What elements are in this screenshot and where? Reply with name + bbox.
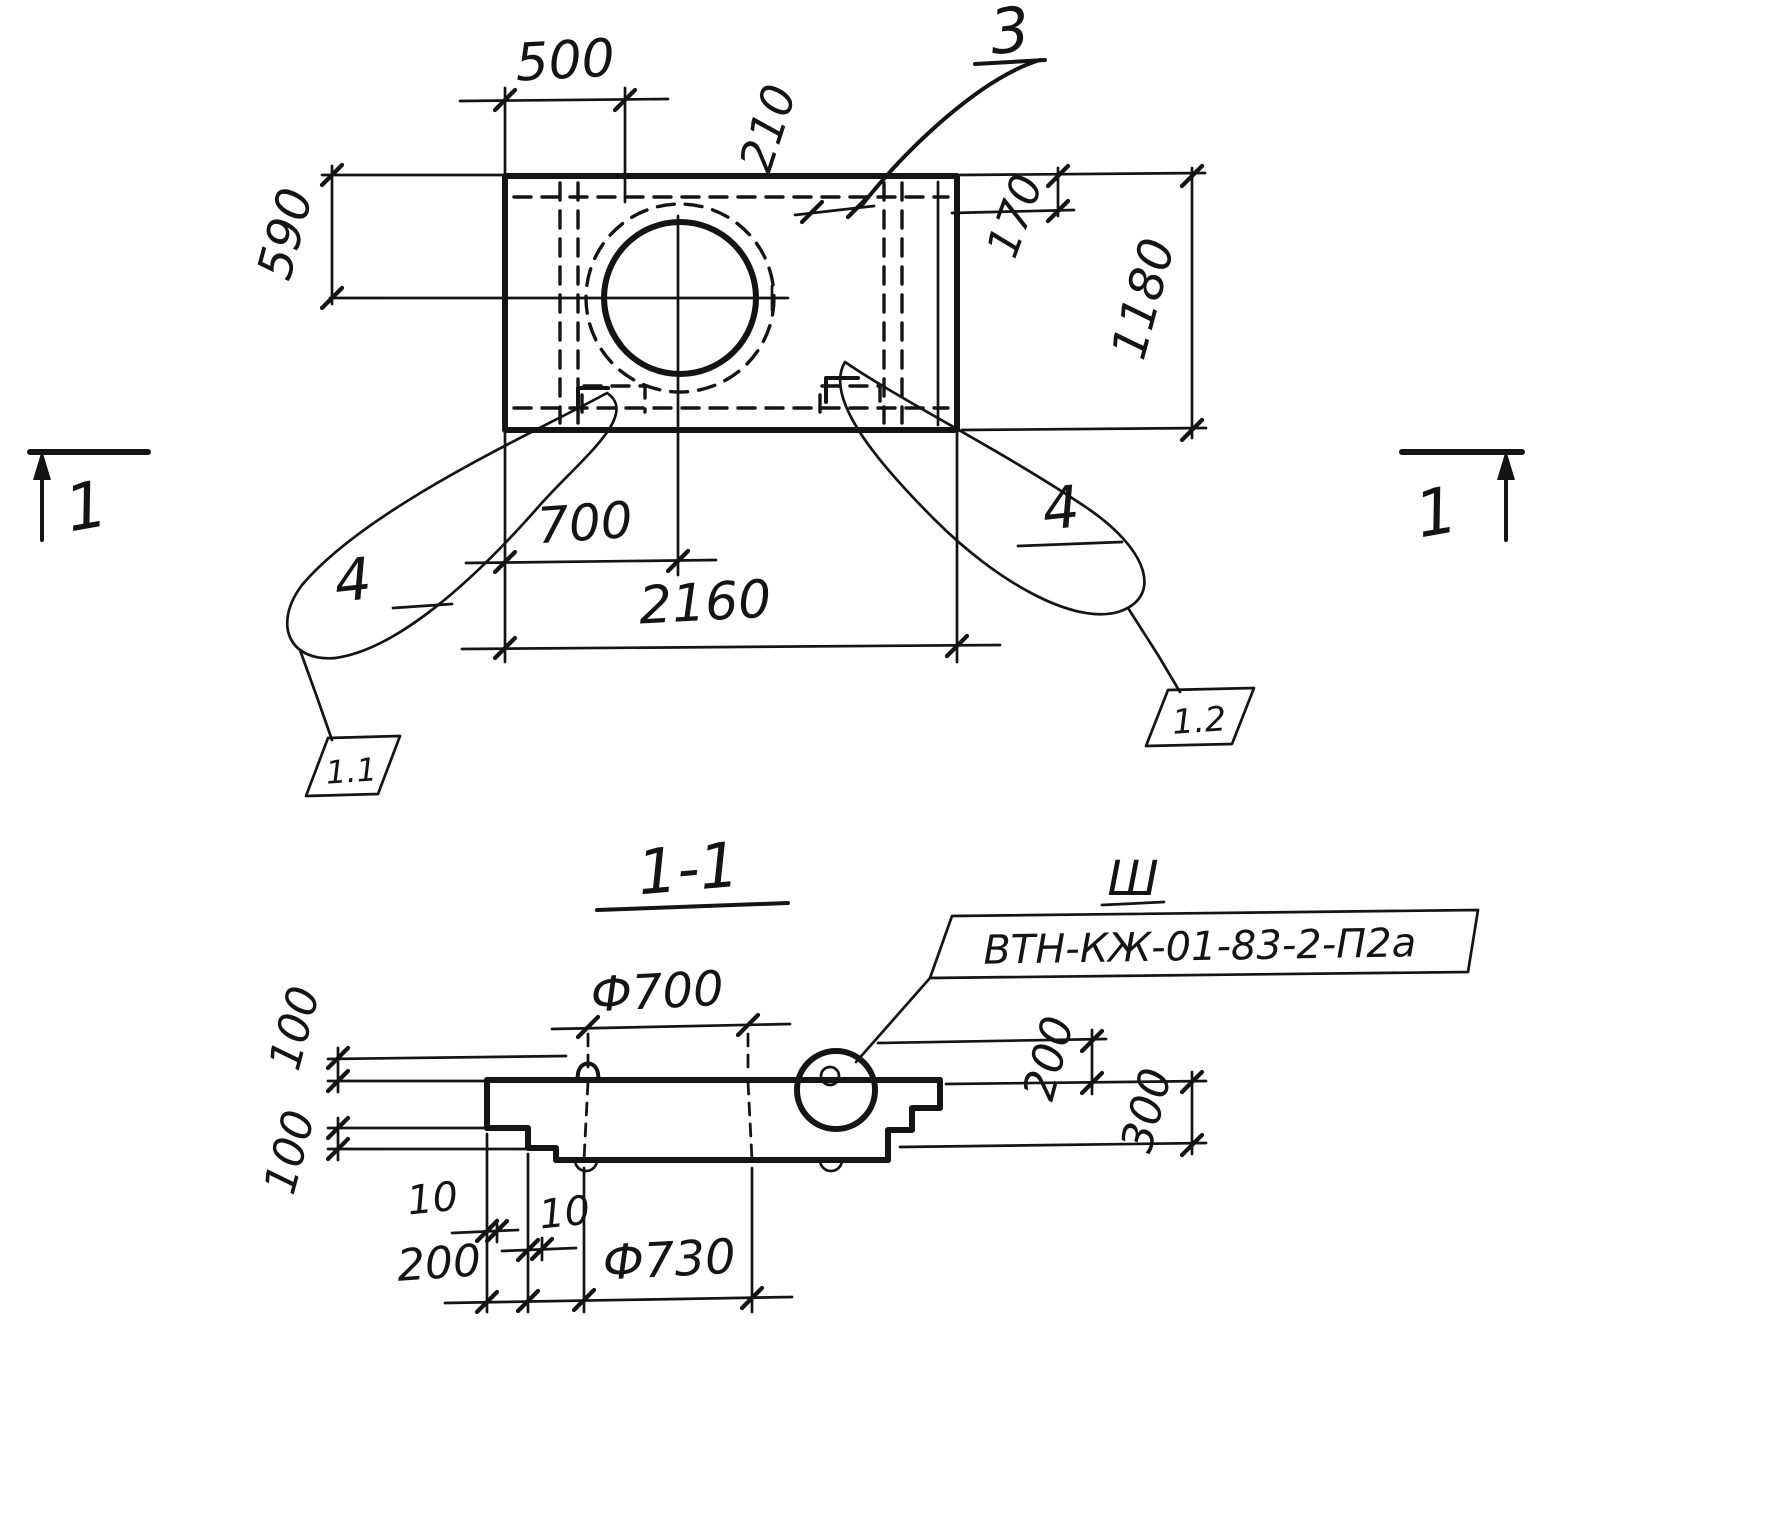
section-cut-right-label: 1 bbox=[1410, 473, 1463, 553]
item-4-right-text: 4 bbox=[1039, 472, 1083, 543]
dim-10-b: 10 bbox=[500, 1188, 592, 1260]
dim-200-bottom-text: 200 bbox=[395, 1235, 482, 1292]
embed-item-left bbox=[576, 386, 610, 410]
hidden-edge-dashes bbox=[512, 181, 950, 425]
plan-view: 500 210 3 590 170 bbox=[27, 0, 1525, 798]
dim-100-bottom-text: 100 bbox=[254, 1105, 325, 1199]
slab-section-profile bbox=[484, 1048, 943, 1173]
dim-100-top-text: 100 bbox=[259, 981, 330, 1075]
dim-2160-text: 2160 bbox=[637, 570, 772, 637]
small-loop-bottom-right bbox=[818, 1158, 844, 1173]
item-3-text: 3 bbox=[986, 0, 1033, 69]
item-4-right-callout: 4 1.2 bbox=[838, 360, 1256, 748]
dim-500-text: 500 bbox=[514, 28, 616, 93]
section-cut-left-label: 1 bbox=[60, 467, 113, 547]
dim-10-a: 10 bbox=[405, 1174, 520, 1241]
small-loop-bottom-left bbox=[573, 1158, 599, 1173]
dim-700: 700 bbox=[464, 430, 718, 664]
item-4-left-text: 4 bbox=[331, 544, 375, 615]
loop-mark-text: Ш bbox=[1107, 851, 1158, 907]
slab-outline bbox=[502, 173, 960, 433]
dim-phi730-text: Ф730 bbox=[601, 1229, 737, 1292]
lifting-loop-circle bbox=[794, 1048, 878, 1132]
dim-phi700-text: Ф700 bbox=[589, 961, 725, 1024]
dim-1180-text: 1180 bbox=[1101, 233, 1187, 365]
dim-phi700: Ф700 bbox=[550, 961, 792, 1078]
stamp-frame bbox=[928, 908, 1480, 980]
loop-mark-callout: Ш ВТН-КЖ-01-83-2-П2а bbox=[854, 851, 1480, 1064]
lifting-loop-bar bbox=[819, 1065, 841, 1087]
tag-1-2-text: 1.2 bbox=[1171, 699, 1228, 743]
dim-210-text: 210 bbox=[729, 78, 807, 178]
item-3-callout: 3 bbox=[860, 0, 1047, 207]
dim-170-text: 170 bbox=[977, 168, 1054, 264]
dim-2160: 2160 bbox=[460, 430, 1002, 664]
dim-100-top: 100 bbox=[259, 981, 568, 1094]
item-4-left-callout: 4 1.1 bbox=[285, 391, 618, 798]
stamp-text: ВТН-КЖ-01-83-2-П2а bbox=[983, 920, 1417, 974]
dim-590-text: 590 bbox=[247, 182, 325, 285]
dim-200-right-text: 200 bbox=[1013, 1011, 1084, 1105]
small-loop-top bbox=[575, 1061, 601, 1082]
dim-500: 500 bbox=[458, 28, 670, 204]
dim-10-a-text: 10 bbox=[405, 1174, 460, 1225]
dim-200-bottom: 200 Ф730 bbox=[395, 1229, 794, 1312]
tag-1-1-text: 1.1 bbox=[325, 750, 378, 791]
hole-hidden-edges bbox=[582, 1080, 754, 1162]
dim-10-b-text: 10 bbox=[537, 1188, 592, 1239]
section-view: 1-1 Ш ВТН-КЖ-01-83-2-П2а Ф700 bbox=[254, 828, 1480, 1312]
section-title-text: 1-1 bbox=[635, 828, 742, 910]
centerlines bbox=[328, 214, 790, 577]
section-cut-left: 1 bbox=[27, 449, 151, 547]
embed-item-right bbox=[824, 376, 860, 404]
section-title: 1-1 bbox=[595, 828, 790, 912]
dim-210: 210 bbox=[729, 78, 876, 222]
section-cut-right: 1 bbox=[1399, 449, 1525, 553]
manhole-inner-arc bbox=[604, 234, 638, 346]
dim-590: 590 bbox=[247, 165, 510, 308]
dim-700-text: 700 bbox=[535, 491, 634, 556]
